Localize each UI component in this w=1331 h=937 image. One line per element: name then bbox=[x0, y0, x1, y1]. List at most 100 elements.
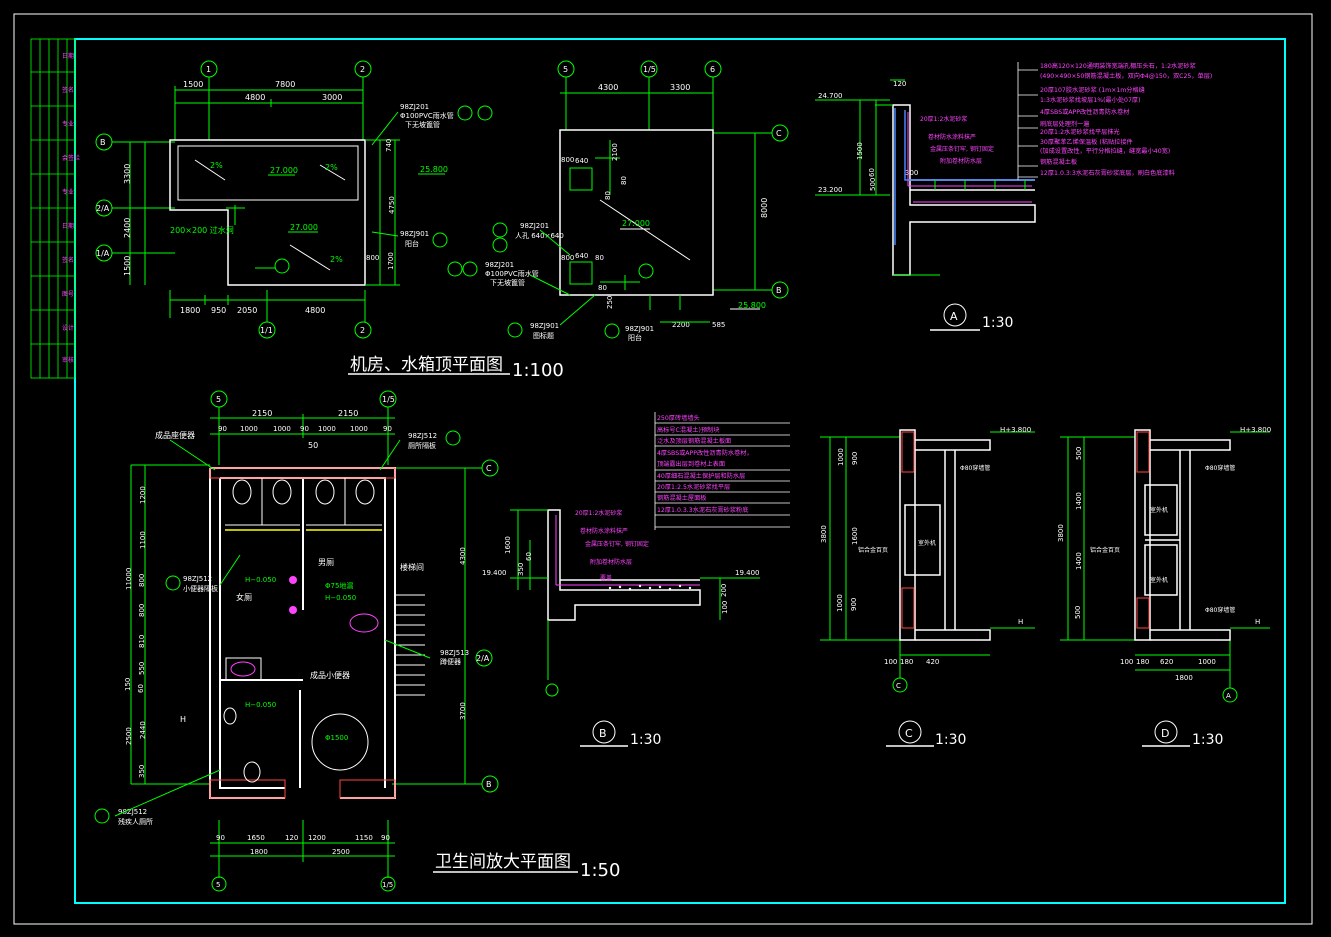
dim-1800-bot: 1800 bbox=[180, 306, 200, 315]
toilet-dl-800-1: 800 bbox=[138, 574, 146, 587]
toilet-d2-2: 1000 bbox=[240, 425, 258, 433]
detail-c-elev: H+3.800 bbox=[1000, 426, 1031, 434]
axis-2: 2 bbox=[360, 65, 365, 74]
toilet-axis-5: 5 bbox=[216, 395, 221, 404]
detail-a-spec-11: 12厚1.0.3:3水泥石灰膏砂浆底层，刷白色底漆料 bbox=[1040, 169, 1175, 177]
dim-800-left: 800 bbox=[366, 254, 379, 262]
dim-3000-top: 3000 bbox=[322, 93, 342, 102]
toilet-dl-2440: 2440 bbox=[139, 721, 147, 739]
detail-b-spec-7: 20厚1:2.5水泥砂浆找平层 bbox=[657, 483, 730, 491]
detail-b-spec-9: 12厚1.0.3.3水泥石灰膏砂浆粉底 bbox=[657, 506, 748, 514]
tb-cell-5: 专业 bbox=[62, 188, 74, 196]
detail-d: 500 1400 1400 500 3800 100 180 620 1000 … bbox=[1057, 426, 1271, 748]
toilet-ref-1: 98ZJ512 bbox=[408, 432, 437, 440]
axis-b-right: B bbox=[776, 286, 782, 295]
toilet-db-2: 1650 bbox=[247, 834, 265, 842]
tb-cell-10: 审核 bbox=[62, 356, 74, 364]
toilet-label-urinal: 成品小便器 bbox=[310, 670, 350, 680]
detail-c-label-2: 铝合金百页 bbox=[858, 546, 888, 554]
elev-25800-r: 25.800 bbox=[738, 301, 766, 310]
dim-1700: 1700 bbox=[387, 252, 395, 270]
detail-b-spec-2: 高标号C混凝土)预制块 bbox=[657, 426, 719, 434]
detail-a-spec-1: 180高120×120通明装饰宽端孔棚压头石，1:2水泥砂浆 bbox=[1040, 62, 1196, 70]
dim-250: 250 bbox=[606, 296, 614, 309]
tb-cell-1: 日期 bbox=[62, 52, 74, 60]
toilet-d2-6: 1000 bbox=[350, 425, 368, 433]
detail-a-dim-60: 60 bbox=[868, 168, 876, 177]
detail-a-label: A bbox=[950, 310, 958, 323]
detail-a-spec-2: (490×490×50钢筋混凝土板，双向Φ4@150，双C25，单层) bbox=[1040, 72, 1212, 80]
detail-b-scale: 1:30 bbox=[630, 732, 661, 748]
toilet-db2-2: 2500 bbox=[332, 848, 350, 856]
elev-27000-r: 27.000 bbox=[622, 219, 650, 228]
toilet-ref-3: 98ZJ513 bbox=[440, 649, 469, 657]
axis-b-left: B bbox=[100, 138, 106, 147]
toilet-dr-4300: 4300 bbox=[459, 547, 467, 565]
dim-2200: 2200 bbox=[672, 321, 690, 329]
toilet-ref-3b: 蹲便器 bbox=[440, 657, 461, 666]
detail-d-dl-1400-2: 1400 bbox=[1075, 552, 1083, 570]
tb-cell-3: 专业 bbox=[62, 120, 74, 128]
toilet-axis-bot-5: 5 bbox=[216, 881, 220, 889]
detail-d-scale: 1:30 bbox=[1192, 732, 1223, 748]
detail-b-gravel bbox=[608, 584, 692, 591]
ref-r-98zj901-2: 98ZJ901 bbox=[625, 325, 654, 333]
detail-d-axis: A bbox=[1226, 692, 1231, 700]
toilet-dl-60: 60 bbox=[137, 684, 145, 693]
toilet-elev-3: H−0.050 bbox=[245, 701, 276, 709]
toilet-dl-550: 550 bbox=[138, 662, 146, 675]
detail-a-note-1: 20厚1:2水泥砂浆 bbox=[920, 115, 967, 123]
detail-c-label-3: 室外机 bbox=[918, 539, 936, 547]
toilet-d2-5: 1000 bbox=[318, 425, 336, 433]
toilet-ref-1b: 厕所隔板 bbox=[408, 441, 436, 450]
detail-b-dim-350: 350 bbox=[517, 563, 525, 576]
dim-585: 585 bbox=[712, 321, 725, 329]
ref-98zj901-b: 阳台 bbox=[405, 239, 419, 248]
detail-a-spec-8: 30厚聚苯乙烯保温板 (粘贴拉接件 bbox=[1040, 138, 1133, 146]
detail-b-note-1: 20厚1:2水泥砂浆 bbox=[575, 509, 622, 517]
detail-b-elev-1: 19.400 bbox=[482, 569, 507, 577]
opening-label: 200×200 过水洞 bbox=[170, 225, 234, 235]
toilet-dl-1200: 1200 bbox=[139, 486, 147, 504]
detail-d-db-180: 180 bbox=[1136, 658, 1149, 666]
tb-cell-8: 图号 bbox=[62, 291, 74, 298]
toilet-label-stair: 楼梯间 bbox=[400, 562, 424, 572]
toilet-db-4: 1200 bbox=[308, 834, 326, 842]
detail-d-elev: H+3.800 bbox=[1240, 426, 1271, 434]
toilet-ref-4b: 残疾人厕所 bbox=[118, 817, 153, 826]
toilet-dim-2150-1: 2150 bbox=[252, 409, 272, 418]
detail-a-spec-5: 4厚SBS或APP改性沥青防水卷材 bbox=[1040, 108, 1130, 116]
detail-c-label-1: Φ80穿墙管 bbox=[960, 464, 990, 472]
dim-950-bot: 950 bbox=[211, 306, 226, 315]
detail-a-scale: 1:30 bbox=[982, 315, 1013, 331]
axis-c-right: C bbox=[776, 129, 782, 138]
title-block-labels: 日期 签名 专业 会签栏 专业 日期 签名 图号 设计 审核 bbox=[62, 52, 80, 364]
detail-b-dim-100: 100 bbox=[721, 601, 729, 614]
toilet-dl-800-2: 800 bbox=[138, 604, 146, 617]
detail-b-spec-4: 4厚SBS或APP改性沥青防水卷材， bbox=[657, 449, 753, 457]
dim-80-1: 80 bbox=[604, 191, 612, 200]
detail-d-label-1: Φ80穿墙管 bbox=[1205, 464, 1235, 472]
dim-80-3: 80 bbox=[595, 254, 604, 262]
toilet-axis-2a: 2/A bbox=[476, 654, 490, 663]
detail-a-note-4: 附加卷材防水层 bbox=[940, 157, 982, 165]
ref-98zj201-b: Φ100PVC雨水管 bbox=[400, 111, 454, 120]
dim-1500-top: 1500 bbox=[183, 80, 203, 89]
dim-80-4: 80 bbox=[598, 284, 607, 292]
toilet-plan-scale: 1:50 bbox=[580, 860, 620, 881]
toilet-db-6: 90 bbox=[381, 834, 390, 842]
dim-800-1: 800 bbox=[561, 156, 574, 164]
detail-b-dim-1600: 1600 bbox=[504, 536, 512, 554]
detail-a-spec-10: 钢筋混凝土板 bbox=[1040, 158, 1077, 166]
slope-1: 2% bbox=[210, 161, 223, 170]
toilet-d2-1: 90 bbox=[218, 425, 227, 433]
detail-c-dl-900-1: 900 bbox=[851, 452, 859, 465]
detail-a-spec-6: 刷底层处理剂一遍 bbox=[1040, 120, 1090, 128]
detail-a-dim-300: 300 bbox=[905, 169, 918, 177]
toilet-plan-title: 卫生间放大平面图 bbox=[435, 852, 571, 872]
detail-a-spec-3: 20厚107胶水泥砂浆 (1m×1m分格缝 bbox=[1040, 86, 1145, 94]
toilet-dl-2500: 2500 bbox=[125, 727, 133, 745]
dim-80-2: 80 bbox=[620, 176, 628, 185]
inner-frame bbox=[74, 38, 1286, 904]
